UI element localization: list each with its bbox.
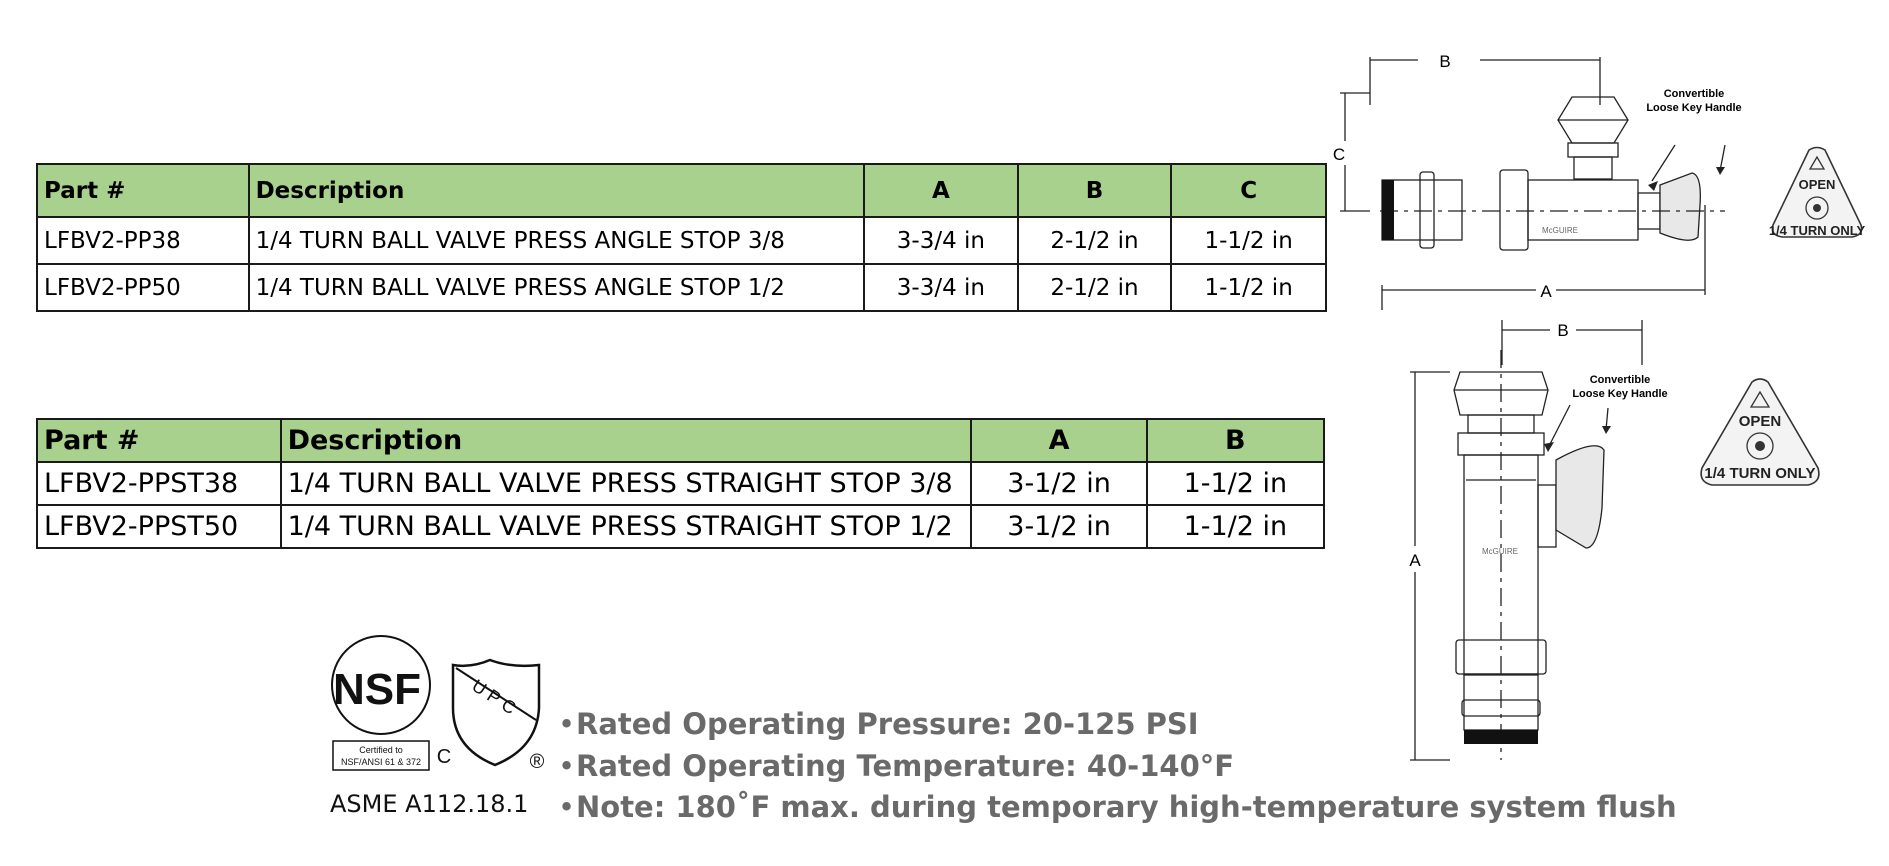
angle-valve-diagram: McGUIRE B C A Convertible Loose Key Hand… [1330,45,1889,327]
header-description: Description [279,418,973,463]
badge-open-text: OPEN [1739,413,1782,430]
asme-standard: ASME A112.18.1 [330,790,529,818]
dim-c-cell: 1-1/2 in [1170,216,1327,265]
rating-temperature: Rated Operating Temperature: 40-140°F [576,748,1235,783]
description-cell: 1/4 TURN BALL VALVE PRESS STRAIGHT STOP … [279,461,973,506]
quarter-turn-badge: OPEN 1/4 TURN ONLY [1700,378,1820,486]
dim-b-cell: 2-1/2 in [1016,263,1173,312]
dim-c-cell: 1-1/2 in [1170,263,1327,312]
registered-mark: ® [530,751,545,773]
straight-stop-table: Part # Description A B LFBV2-PPST38 1/4 … [36,418,1326,549]
table-header-row: Part # Description A B [36,418,1326,463]
ratings-list: •Rated Operating Pressure: 20-125 PSI •R… [558,704,1677,829]
nsf-caption-line-2: NSF/ANSI 61 & 372 [341,757,421,767]
badge-open-text: OPEN [1799,177,1836,192]
callout-line-1: Convertible [1664,88,1725,100]
dim-a-cell: 3-1/2 in [970,504,1148,549]
part-number-cell: LFBV2-PP50 [36,263,250,312]
open-arrow-icon [1808,155,1826,170]
table-row: LFBV2-PPST38 1/4 TURN BALL VALVE PRESS S… [36,461,1326,506]
dim-a-cell: 3-3/4 in [863,263,1019,312]
description-cell: 1/4 TURN BALL VALVE PRESS ANGLE STOP 1/2 [247,263,866,312]
badge-turn-text: 1/4 TURN ONLY [1704,465,1815,482]
list-item: •Note: 180˚F max. during temporary high-… [558,787,1677,829]
nsf-caption-line-1: Certified to [359,745,403,755]
upc-shield-logo: UPC C ® [437,658,545,773]
quarter-turn-badge: OPEN 1/4 TURN ONLY [1769,146,1866,238]
dimension-b-label: B [1439,52,1450,71]
dim-b-cell: 1-1/2 in [1145,504,1326,549]
dim-b-cell: 1-1/2 in [1145,461,1326,506]
table-row: LFBV2-PP38 1/4 TURN BALL VALVE PRESS ANG… [36,216,1327,265]
pipe-end-band [1382,180,1394,240]
header-description: Description [247,163,866,218]
header-part-number: Part # [36,163,250,218]
brand-mark: McGUIRE [1542,226,1578,235]
dimension-a-label: A [1409,551,1421,570]
dimension-a-label: A [1540,282,1552,301]
dim-a-cell: 3-1/2 in [970,461,1148,506]
list-item: •Rated Operating Pressure: 20-125 PSI [558,704,1677,746]
pipe-end-band [1464,730,1538,744]
description-cell: 1/4 TURN BALL VALVE PRESS STRAIGHT STOP … [279,504,973,549]
certification-logos: NSF Certified to NSF/ANSI 61 & 372 UPC C… [325,630,555,810]
key-slot-icon [1746,432,1774,460]
badge-turn-text: 1/4 TURN ONLY [1769,223,1866,238]
list-item: •Rated Operating Temperature: 40-140°F [558,746,1677,788]
description-cell: 1/4 TURN BALL VALVE PRESS ANGLE STOP 3/8 [247,216,866,265]
table-row: LFBV2-PPST50 1/4 TURN BALL VALVE PRESS S… [36,504,1326,549]
callout-line-2: Loose Key Handle [1646,102,1741,114]
header-dim-c: C [1170,163,1327,218]
key-slot-icon [1805,196,1829,220]
dim-b-cell: 2-1/2 in [1016,216,1173,265]
shield-icon [451,658,541,767]
header-dim-a: A [970,418,1148,463]
certification-logo-art: NSF Certified to NSF/ANSI 61 & 372 UPC C… [331,635,545,773]
bullet-icon: • [558,790,576,824]
callout-line-2: Loose Key Handle [1572,388,1667,400]
angle-stop-table: Part # Description A B C LFBV2-PP38 1/4 … [36,163,1327,312]
straight-valve-drawing: McGUIRE B A Convertible Loose Key Handle… [1409,320,1820,761]
rating-flush-note: Note: 180˚F max. during temporary high-t… [576,790,1677,824]
dim-a-cell: 3-3/4 in [863,216,1019,265]
header-part-number: Part # [36,418,282,463]
header-dim-b: B [1016,163,1173,218]
bullet-icon: • [558,707,576,741]
part-number-cell: LFBV2-PP38 [36,216,250,265]
nsf-logo: NSF Certified to NSF/ANSI 61 & 372 [331,635,431,771]
header-dim-a: A [863,163,1019,218]
angle-valve-drawing: McGUIRE B C A Convertible Loose Key Hand… [1333,52,1866,327]
table-header-row: Part # Description A B C [36,163,1327,218]
table-row: LFBV2-PP50 1/4 TURN BALL VALVE PRESS ANG… [36,263,1327,312]
rating-pressure: Rated Operating Pressure: 20-125 PSI [576,707,1199,741]
callout-line-1: Convertible [1590,374,1651,386]
open-arrow-icon [1749,390,1771,408]
part-number-cell: LFBV2-PPST50 [36,504,282,549]
bullet-icon: • [558,748,576,783]
straight-valve-diagram: McGUIRE B A Convertible Loose Key Handle… [1390,310,1889,770]
dimension-c-label: C [1333,145,1345,164]
part-number-cell: LFBV2-PPST38 [36,461,282,506]
upc-c-mark: C [437,746,451,768]
brand-mark: McGUIRE [1482,547,1518,556]
header-dim-b: B [1145,418,1326,463]
dimension-b-label: B [1557,321,1568,340]
nsf-logo-text: NSF [333,665,421,714]
